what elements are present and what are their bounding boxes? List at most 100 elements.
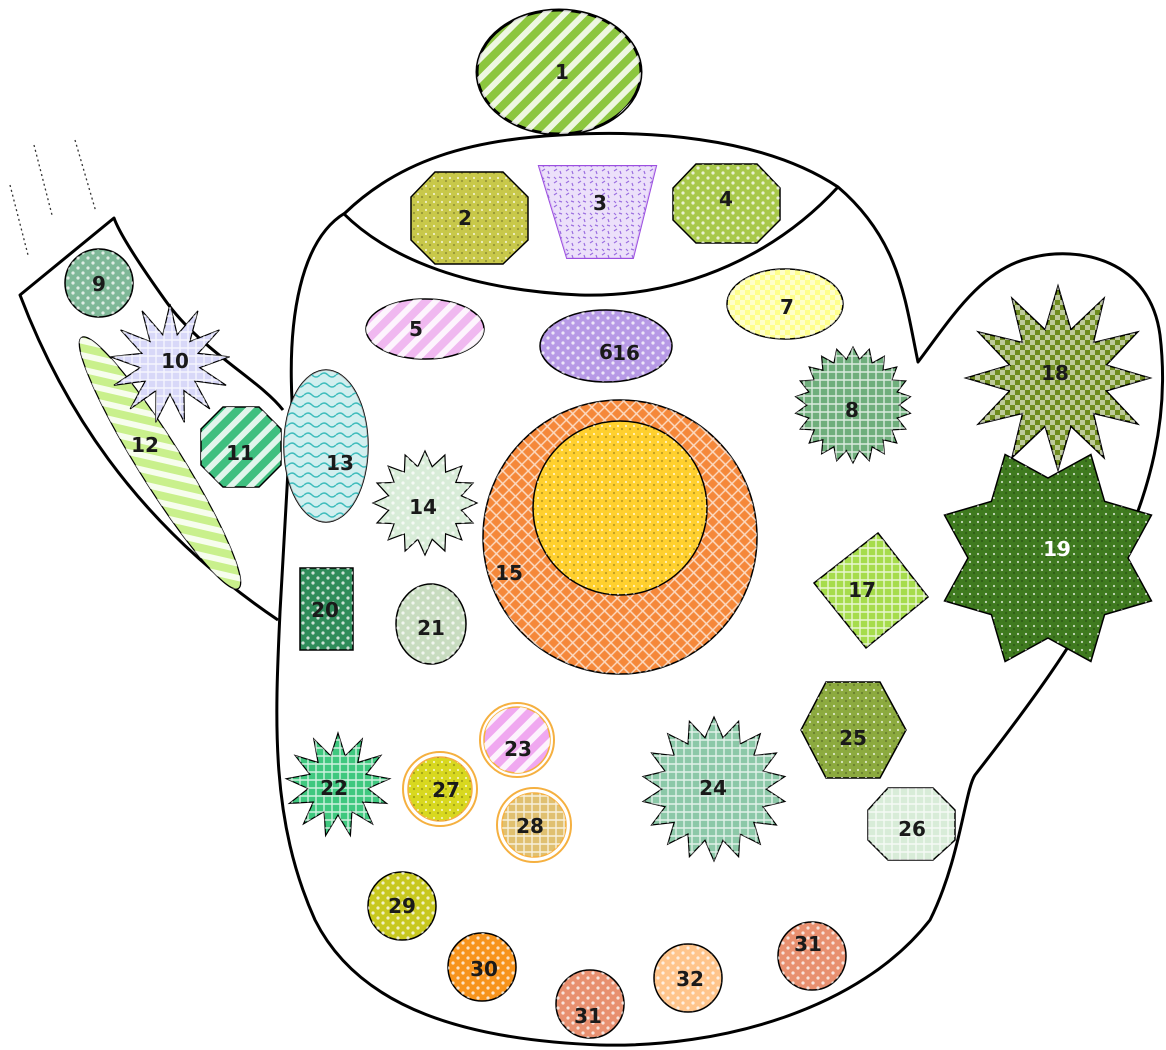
plant-28-label: 28 xyxy=(516,814,544,838)
plant-31-left-shape-texture xyxy=(556,970,624,1038)
plant-26: 26 xyxy=(867,787,956,861)
plant-9-shape-texture xyxy=(65,249,133,317)
plant-18: 18 xyxy=(963,283,1153,473)
plant-2: 2 xyxy=(410,171,529,265)
plant-31-right-label: 31 xyxy=(794,932,822,956)
plant-3-label: 3 xyxy=(593,191,607,215)
plant-19-label: 19 xyxy=(1043,537,1071,561)
plant-28-shape-texture xyxy=(502,793,566,857)
plant-1-label: 1 xyxy=(555,60,569,84)
plant-29-label: 29 xyxy=(388,894,416,918)
plant-10-label: 10 xyxy=(161,349,189,373)
plant-17-shape-texture xyxy=(814,533,928,648)
plant-24: 24 xyxy=(641,715,787,863)
plant-13: 13 xyxy=(283,369,369,523)
plant-31-right-shape-texture xyxy=(778,922,846,990)
spout-outline xyxy=(18,216,285,622)
plant-8-shape-texture xyxy=(795,347,911,463)
plant-29-shape-texture xyxy=(368,872,436,940)
plant-19: 19 xyxy=(943,453,1153,663)
steam-lines xyxy=(9,139,97,256)
plant-13-label: 13 xyxy=(326,451,354,475)
plant-10: 10 xyxy=(110,303,230,423)
plant-31-left: 31 xyxy=(555,969,625,1039)
plant-5: 5 xyxy=(365,298,485,360)
plant-8-label: 8 xyxy=(845,398,859,422)
plant-22-label: 22 xyxy=(320,776,348,800)
plant-6: 6 xyxy=(539,309,673,383)
plant-6-shape-texture xyxy=(540,310,672,382)
plant-30-label: 30 xyxy=(470,957,498,981)
plant-20-shape-texture xyxy=(300,568,353,650)
teapot-outline xyxy=(18,132,1165,1047)
plant-18-shape-texture xyxy=(966,286,1150,470)
plant-2-shape-texture xyxy=(411,172,528,264)
teapot-body-outline xyxy=(275,132,1165,1047)
plant-27: 27 xyxy=(402,751,478,827)
plant-4-shape-texture xyxy=(673,164,780,243)
plant-5-shape-texture xyxy=(366,299,484,359)
plant-7-label: 7 xyxy=(780,295,794,319)
plant-4-label: 4 xyxy=(719,187,733,211)
plant-12-shape-texture xyxy=(79,336,241,590)
plant-26-shape-texture xyxy=(868,788,955,860)
plant-20-label: 20 xyxy=(311,598,339,622)
plant-24-shape-texture xyxy=(643,717,785,861)
plant-2-label: 2 xyxy=(458,206,472,230)
plant-22-shape-texture xyxy=(286,733,390,836)
plant-12-label: 12 xyxy=(131,433,159,457)
plant-13-shape-texture xyxy=(284,370,368,522)
plant-17-label: 17 xyxy=(848,578,876,602)
plant-6-label: 6 xyxy=(599,340,613,364)
plant-14-label: 14 xyxy=(409,495,437,519)
plant-32-label: 32 xyxy=(676,967,704,991)
plant-15-label: 15 xyxy=(495,561,523,585)
plant-14-shape-texture xyxy=(373,451,477,555)
plant-5-label: 5 xyxy=(409,317,423,341)
plant-25: 25 xyxy=(800,681,907,779)
plant-27-shape-texture xyxy=(408,757,472,821)
plant-4: 4 xyxy=(672,163,781,244)
plant-32-shape-texture xyxy=(654,944,722,1012)
plant-12: 12 xyxy=(78,336,242,590)
plant-31-right: 31 xyxy=(777,921,847,991)
plant-7-shape-texture xyxy=(727,269,843,339)
plant-18-label: 18 xyxy=(1041,361,1069,385)
plant-19-shape-texture xyxy=(944,454,1152,662)
plant-16-label: 16 xyxy=(612,341,640,365)
plant-23: 23 xyxy=(479,702,555,778)
plant-22: 22 xyxy=(284,730,392,838)
plant-1-shape-texture xyxy=(477,10,641,134)
plant-30: 30 xyxy=(447,932,517,1002)
plant-29: 29 xyxy=(367,871,437,941)
plant-16-shape-texture xyxy=(533,421,707,595)
plant-20: 20 xyxy=(299,567,354,651)
plant-28: 28 xyxy=(496,787,572,863)
plant-8: 8 xyxy=(794,345,912,465)
plant-23-label: 23 xyxy=(504,737,532,761)
plant-17: 17 xyxy=(812,531,930,650)
plant-7: 7 xyxy=(726,268,844,340)
plant-14: 14 xyxy=(371,449,479,557)
plant-27-label: 27 xyxy=(432,778,460,802)
plant-1: 1 xyxy=(475,8,643,136)
plant-10-shape-texture xyxy=(110,304,230,423)
plant-25-shape-texture xyxy=(801,682,906,778)
plant-9-label: 9 xyxy=(92,272,106,296)
plant-26-label: 26 xyxy=(898,817,926,841)
lid-band-outline xyxy=(341,185,840,297)
plant-11-label: 11 xyxy=(226,441,254,465)
plant-21: 21 xyxy=(395,583,467,665)
plant-9: 9 xyxy=(64,248,134,318)
plant-21-label: 21 xyxy=(417,616,445,640)
plant-16: 16 xyxy=(532,341,708,596)
plant-30-shape-texture xyxy=(448,933,516,1001)
plant-21-shape-texture xyxy=(396,584,466,664)
plant-11-shape-texture xyxy=(201,407,281,487)
plant-24-label: 24 xyxy=(699,776,727,800)
plant-23-shape-texture xyxy=(484,707,550,773)
plant-31-left-label: 31 xyxy=(574,1004,602,1028)
plant-3: 3 xyxy=(537,165,658,259)
plant-11: 11 xyxy=(200,406,282,488)
